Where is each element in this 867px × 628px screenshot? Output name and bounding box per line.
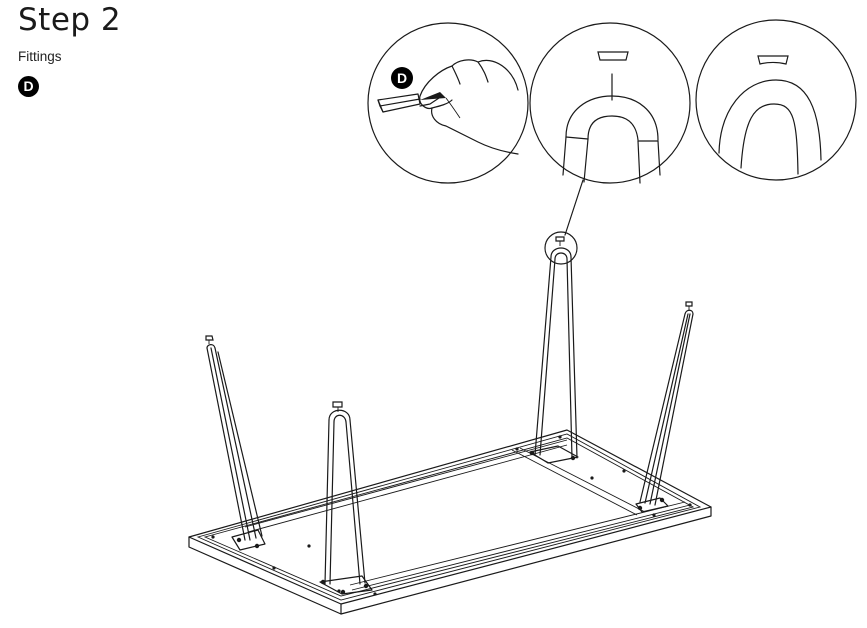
hairpin-leg-3	[534, 236, 578, 459]
mounting-plates	[231, 445, 669, 595]
callout-pad-applied	[695, 19, 857, 181]
hairpin-leg-2	[324, 401, 366, 585]
part-d-badge: D	[18, 76, 39, 97]
step-title: Step 2	[18, 2, 122, 38]
hairpin-leg-1	[205, 335, 263, 541]
fittings-label: Fittings	[18, 49, 62, 64]
callout-pad-above-leg	[529, 22, 691, 184]
leader-line	[564, 179, 584, 236]
table-top	[188, 429, 712, 615]
leg-detail-marker	[544, 231, 578, 265]
callout-badge-d: D	[397, 70, 407, 86]
callout-hand-felt-pad: D	[367, 22, 529, 184]
hairpin-leg-4	[639, 301, 694, 506]
